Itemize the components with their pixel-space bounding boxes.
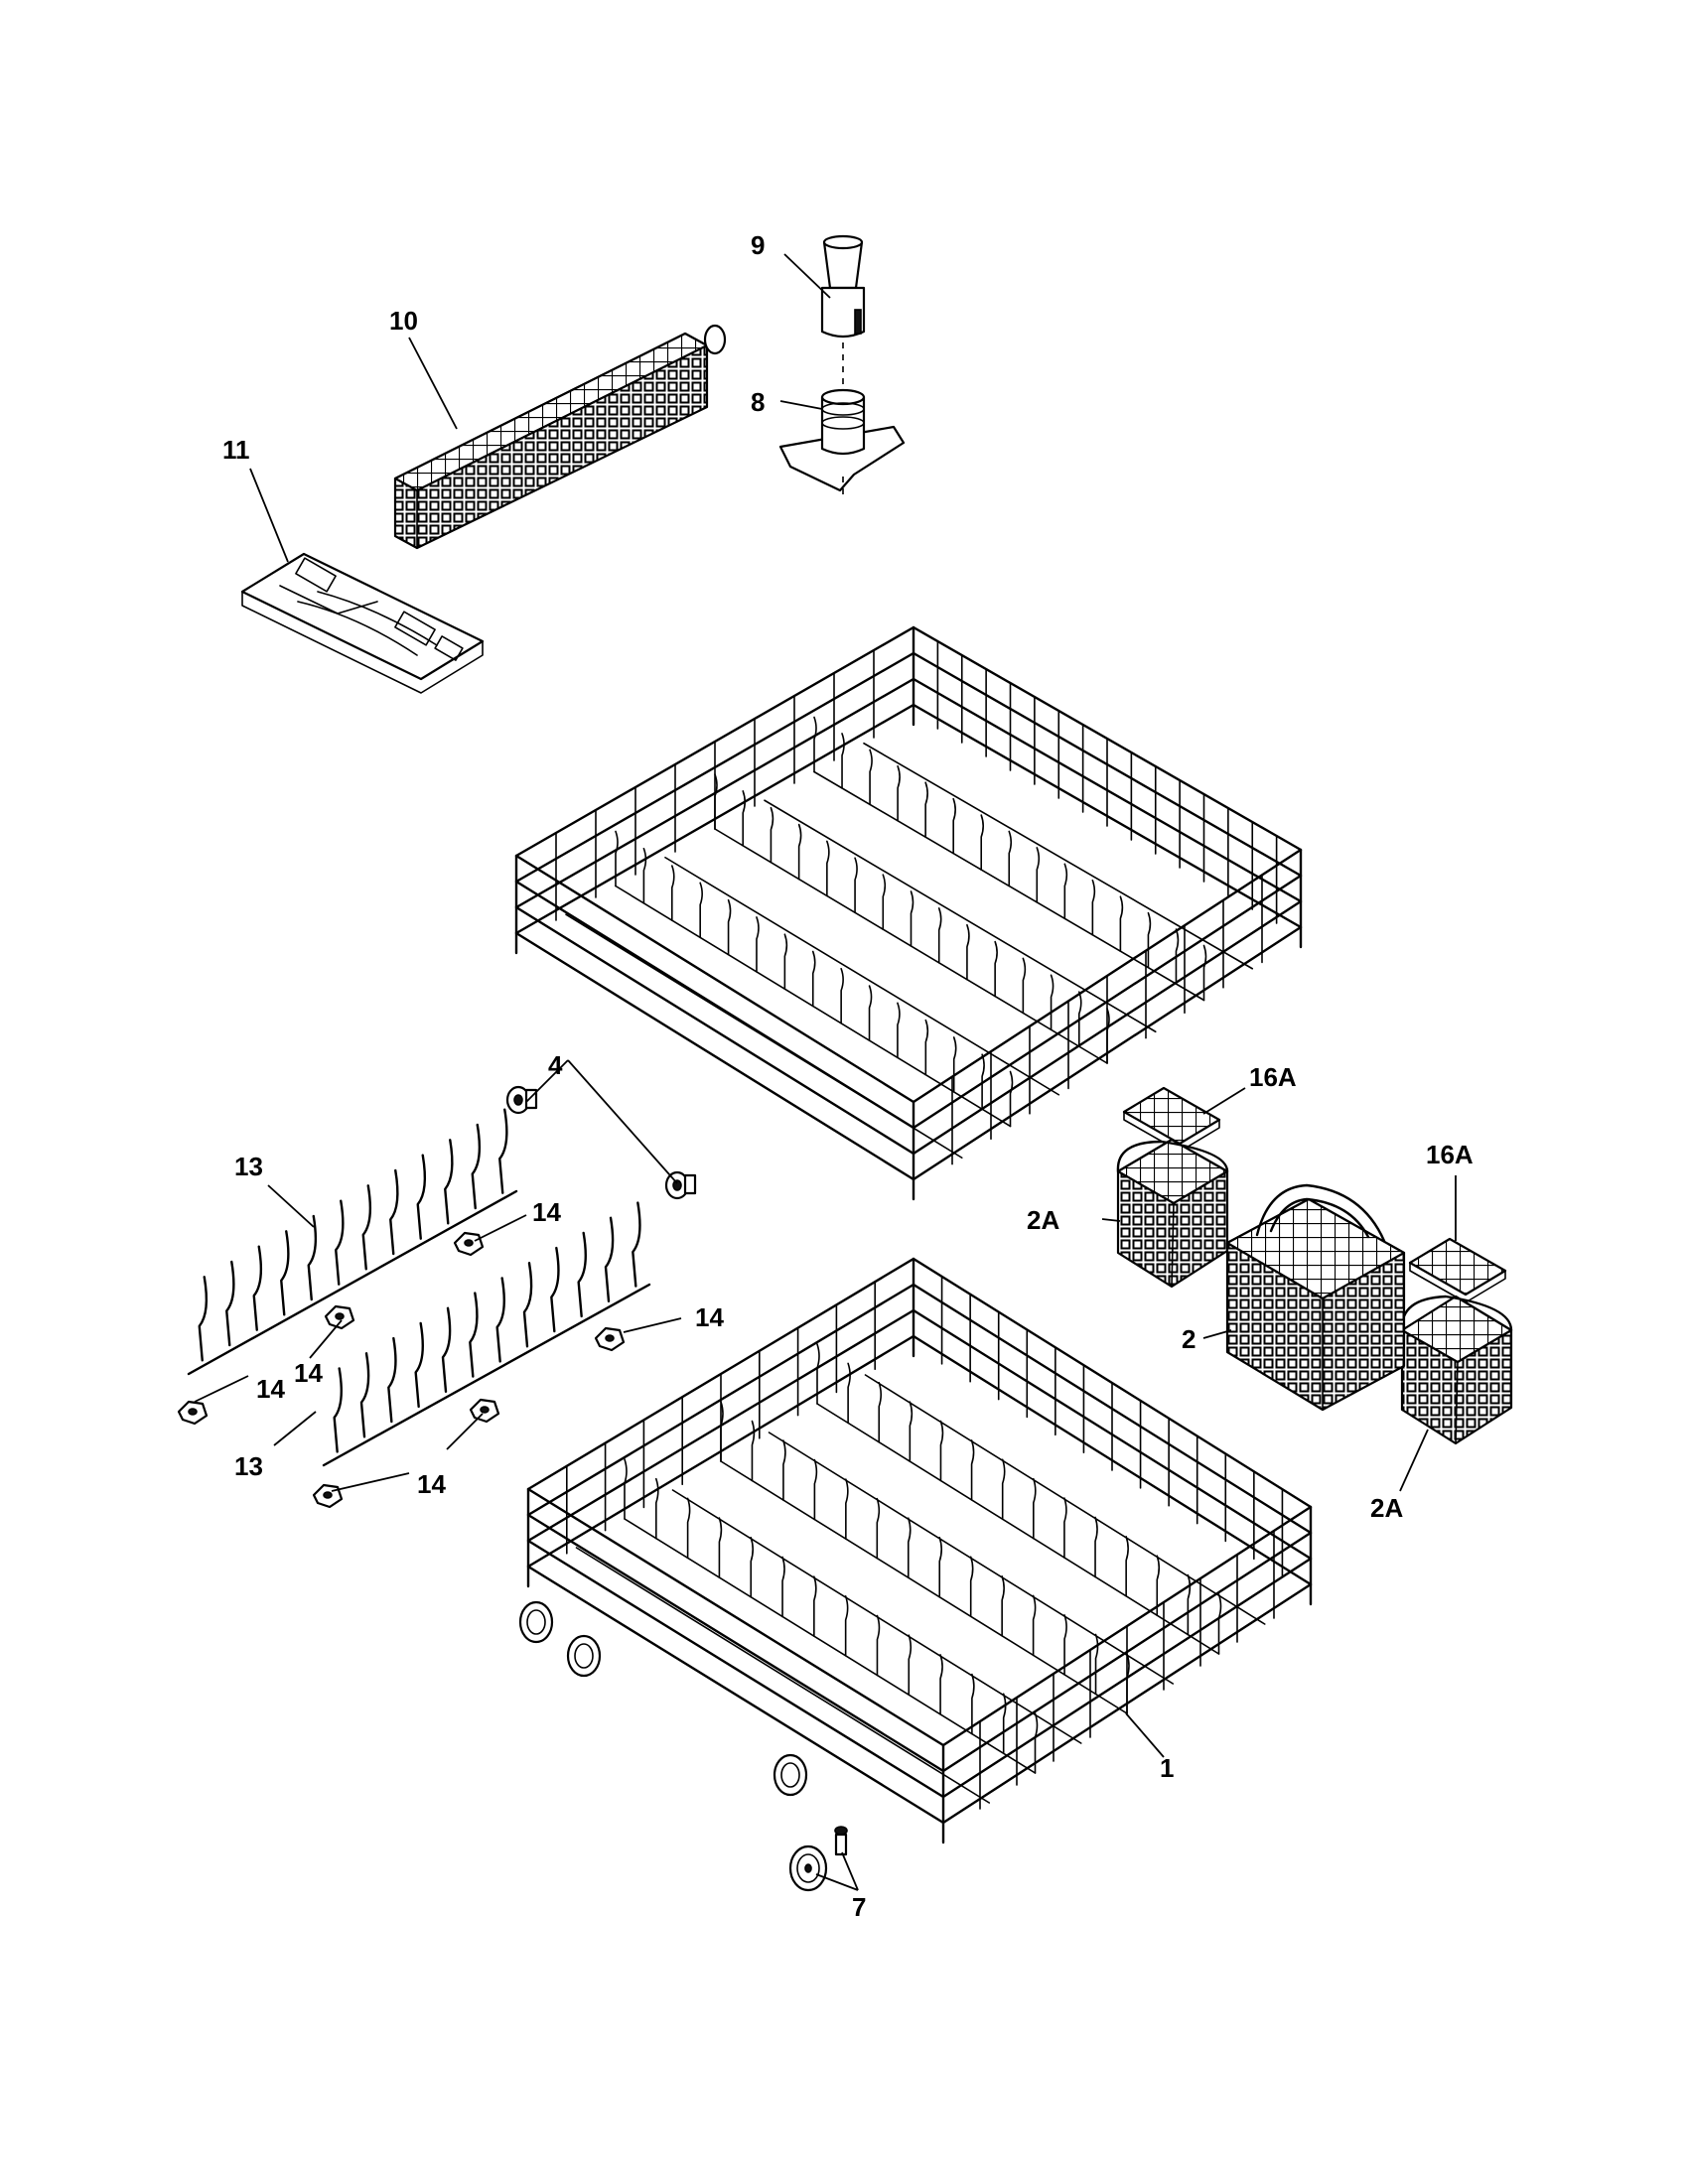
callout-14-a: 14 [532,1197,561,1227]
callout-4: 4 [548,1050,563,1080]
part-2-large-basket [1225,1183,1406,1412]
part-8-nozzle-base [778,388,906,496]
callout-2a-lower: 2A [1370,1493,1403,1523]
callout-13-lower: 13 [234,1451,263,1481]
part-9-nozzle [820,234,866,395]
part-13-tine-row-upper [187,1108,518,1376]
callout-14-c: 14 [294,1358,323,1388]
part-16a-grid-lower [1408,1237,1507,1303]
part-2a-small-basket-lower [1400,1295,1513,1445]
callout-16a-lower: 16A [1426,1140,1474,1169]
callout-16a-upper: 16A [1249,1062,1297,1092]
lower-dishrack [518,1257,1313,1844]
part-14-clips [177,1231,626,1509]
callout-11: 11 [222,435,250,465]
leader-lines [194,253,1457,1891]
callout-14-e: 14 [417,1469,446,1499]
callout-9: 9 [751,230,765,260]
callout-13-upper: 13 [234,1152,263,1181]
callout-14-d: 14 [256,1374,285,1404]
callout-2: 2 [1182,1324,1196,1354]
callout-8: 8 [751,387,765,417]
callout-1: 1 [1160,1753,1174,1783]
part-13-tine-row-lower [322,1201,651,1467]
part-7-lower-wheel [788,1826,848,1892]
part-4-rack-wheels [505,1085,697,1200]
upper-dishrack [514,625,1303,1201]
callout-14-b: 14 [695,1302,724,1332]
callout-10: 10 [389,306,418,336]
callout-labels: 9 8 10 11 4 16A 16A 2A 2 2A 1 7 13 13 14… [222,230,1474,1922]
part-10-long-basket [393,324,727,550]
part-2a-small-basket-upper [1116,1138,1229,1289]
callout-2a-upper: 2A [1027,1205,1059,1235]
callout-7: 7 [852,1892,866,1922]
part-11-basket-lid [240,552,485,694]
